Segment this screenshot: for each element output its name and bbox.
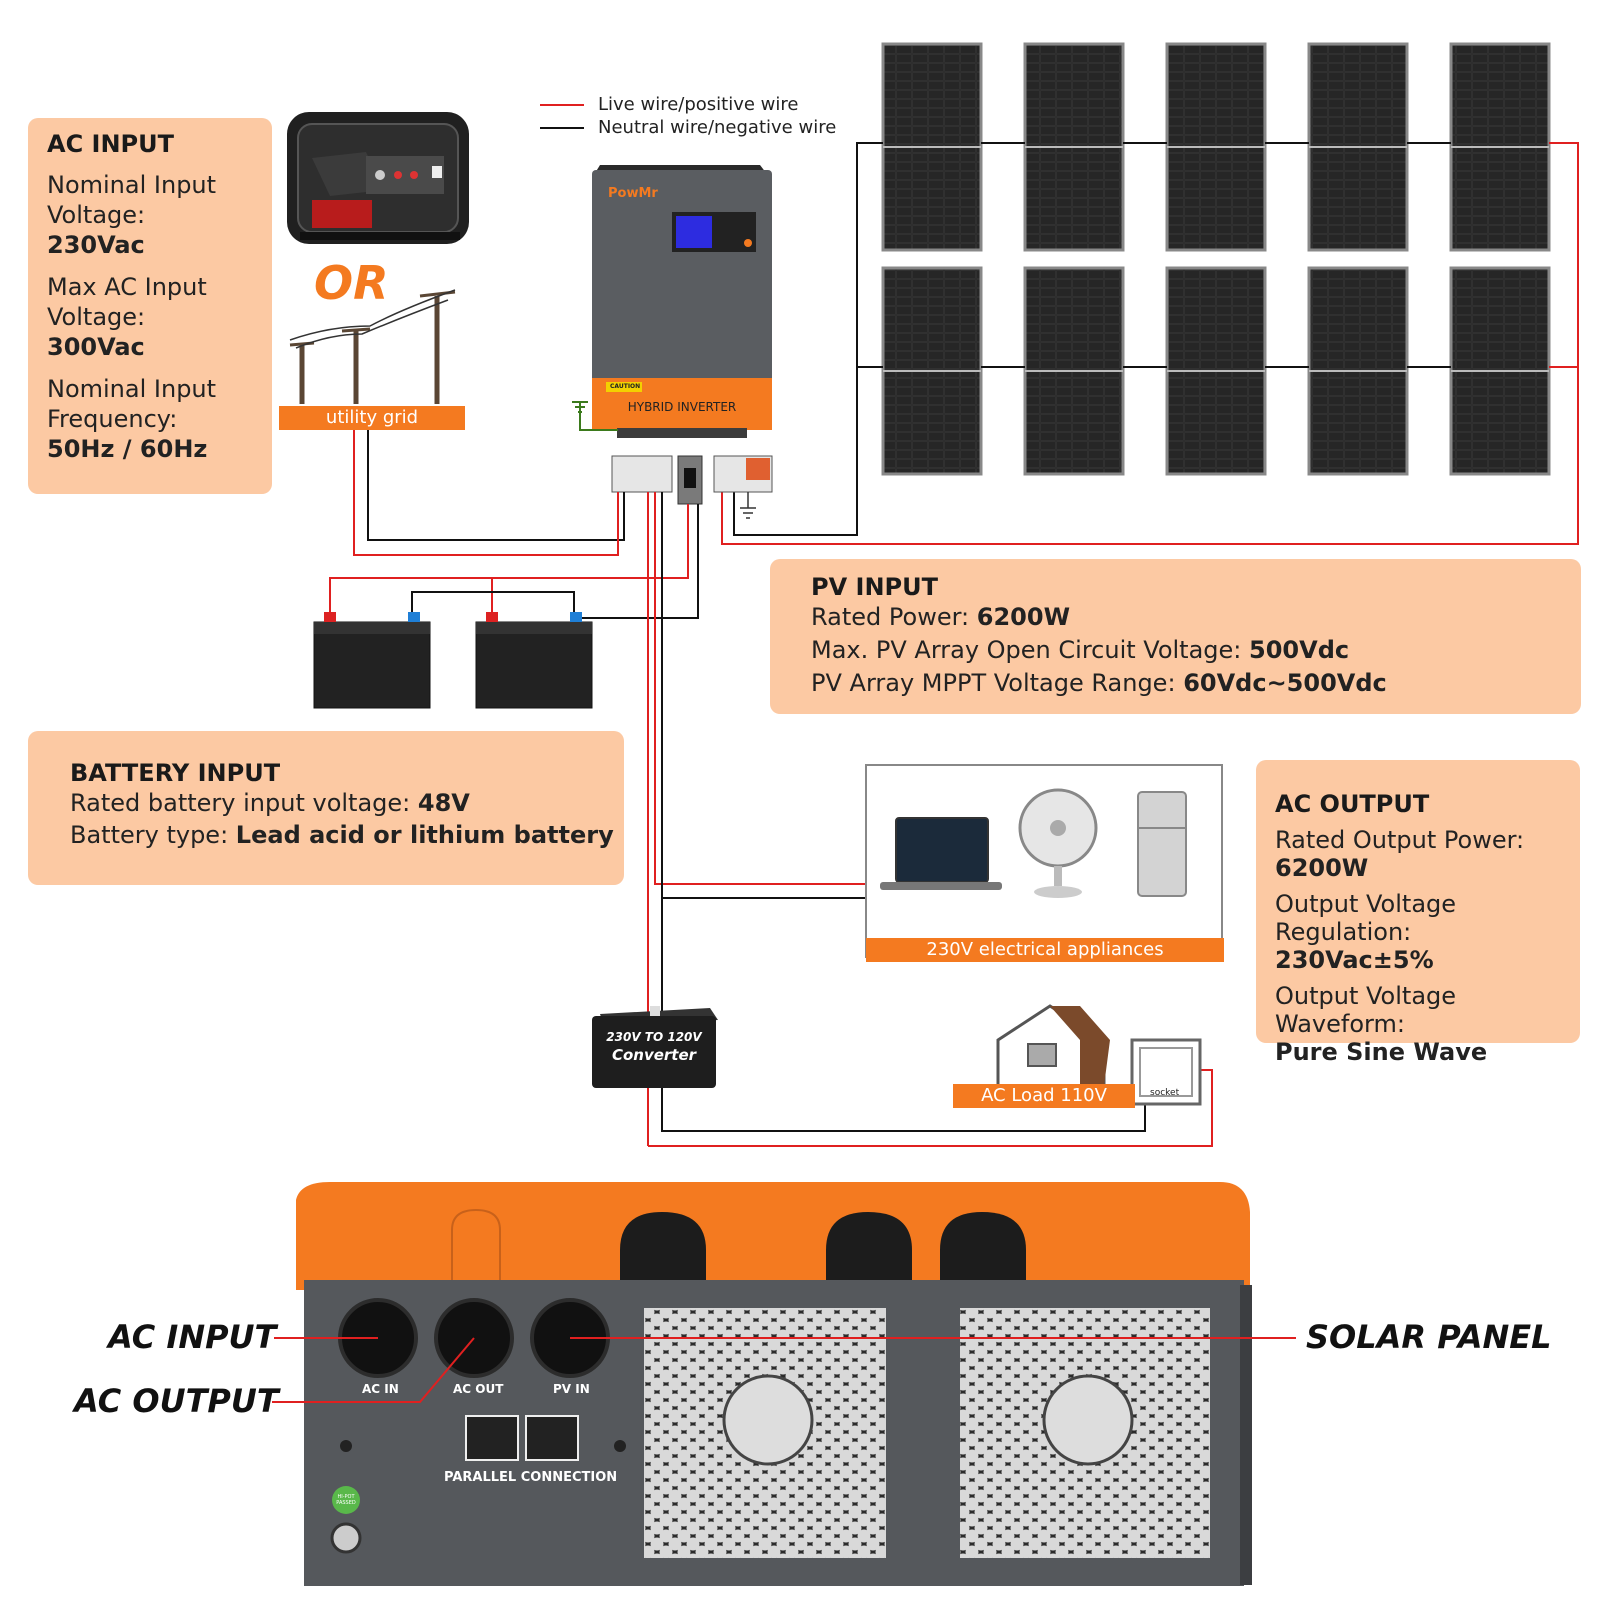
solar-panel <box>1449 42 1551 252</box>
house-icon <box>996 1004 1110 1088</box>
panel-wires-neutral <box>733 142 1451 536</box>
ac-in-live-wire <box>353 418 619 556</box>
breaker-group <box>611 455 773 505</box>
row-value: Pure Sine Wave <box>1275 1038 1488 1066</box>
row-value: 500Vdc <box>1249 636 1350 664</box>
refrigerator-icon <box>1137 791 1187 897</box>
ac-input-row: Max AC Input Voltage: 300Vac <box>47 272 267 362</box>
ac-input-card: AC INPUT Nominal Input Voltage: 230Vac M… <box>28 118 272 494</box>
battery-neutral-wire <box>576 504 699 619</box>
row-label: Nominal Input Voltage: <box>47 171 217 229</box>
solar-panel <box>1307 266 1409 476</box>
or-text: OR <box>314 256 389 310</box>
ac-output-title: AC OUTPUT <box>1275 790 1430 818</box>
utility-grid-label: utility grid <box>279 406 465 430</box>
inverter-brand: PowMr <box>608 186 658 201</box>
appliances-label: 230V electrical appliances <box>866 938 1224 962</box>
row-label: Rated Power: <box>811 603 970 631</box>
battery-input-title: BATTERY INPUT <box>70 759 281 787</box>
bottom-solar-panel-label: SOLAR PANEL <box>1306 1318 1552 1356</box>
panel-wires-live <box>721 142 1579 545</box>
solar-panel-array <box>881 42 1551 476</box>
battery-input-row: Rated battery input voltage: 48V <box>70 787 614 819</box>
inverter-bottom-view <box>296 1182 1252 1586</box>
battery-live-wire <box>329 504 689 618</box>
bottom-ac-input-label: AC INPUT <box>108 1318 277 1356</box>
ac-out-live-wire <box>654 492 866 885</box>
row-value: Lead acid or lithium battery <box>235 821 614 849</box>
row-label: Max. PV Array Open Circuit Voltage: <box>811 636 1242 664</box>
ground-symbol-2 <box>740 492 756 519</box>
port-pv-in-label: PV IN <box>553 1382 590 1396</box>
battery-icon <box>313 612 431 709</box>
row-value: 230Vac±5% <box>1275 946 1434 974</box>
solar-panel <box>881 266 983 476</box>
socket-label: socket <box>1150 1088 1180 1098</box>
pv-input-card: PV INPUT Rated Power: 6200W Max. PV Arra… <box>770 559 1581 714</box>
row-label: Output Voltage Waveform: <box>1275 982 1457 1038</box>
generator-icon <box>287 112 469 244</box>
solar-panel <box>1023 42 1125 252</box>
row-value: 48V <box>417 789 470 817</box>
row-label: PV Array MPPT Voltage Range: <box>811 669 1176 697</box>
battery-icon <box>475 612 593 709</box>
port-ac-out-label: AC OUT <box>453 1382 504 1396</box>
hipot-label: HI-POT PASSED <box>336 1494 356 1506</box>
row-label: Battery type: <box>70 821 229 849</box>
battery-input-card: BATTERY INPUT Rated battery input voltag… <box>28 731 624 885</box>
ac-output-row: Output Voltage Waveform: Pure Sine Wave <box>1275 982 1585 1066</box>
battery-link-wire <box>411 591 575 618</box>
pv-input-row: PV Array MPPT Voltage Range: 60Vdc~500Vd… <box>811 667 1387 700</box>
ac-output-card: AC OUTPUT Rated Output Power: 6200W Outp… <box>1256 760 1580 1066</box>
ac-input-row: Nominal Input Frequency: 50Hz / 60Hz <box>47 374 267 464</box>
rj45-port <box>525 1415 579 1461</box>
pv-input-row: Max. PV Array Open Circuit Voltage: 500V… <box>811 634 1387 667</box>
legend-neutral-text: Neutral wire/negative wire <box>598 117 837 138</box>
row-value: 230Vac <box>47 231 145 259</box>
converter-icon <box>592 1006 718 1088</box>
pv-input-row: Rated Power: 6200W <box>811 601 1387 634</box>
parallel-connection-label: PARALLEL CONNECTION <box>444 1470 618 1485</box>
converter-line1: 230V TO 120V <box>606 1030 702 1044</box>
converter-live-wire <box>648 1069 1213 1147</box>
row-value: 300Vac <box>47 333 145 361</box>
port-ac-in-label: AC IN <box>362 1382 399 1396</box>
hybrid-inverter-icon <box>592 165 772 438</box>
row-value: 50Hz / 60Hz <box>47 435 208 463</box>
solar-panel <box>1449 266 1551 476</box>
row-value: 6200W <box>1275 854 1369 882</box>
ac-load-label: AC Load 110V <box>953 1084 1135 1108</box>
solar-panel <box>1165 266 1267 476</box>
ac-output-row: Rated Output Power: 6200W <box>1275 826 1585 882</box>
battery-input-row: Battery type: Lead acid or lithium batte… <box>70 819 614 851</box>
row-label: Nominal Input Frequency: <box>47 375 217 433</box>
callout-ac-output <box>272 1337 475 1403</box>
row-value: 6200W <box>976 603 1071 631</box>
pv-input-title: PV INPUT <box>811 573 938 601</box>
laptop-icon <box>880 817 1002 890</box>
ac-input-row: Nominal Input Voltage: 230Vac <box>47 170 267 260</box>
legend-live-text: Live wire/positive wire <box>598 94 799 115</box>
converter-line2: Converter <box>611 1046 697 1064</box>
inverter-label: HYBRID INVERTER <box>627 400 737 414</box>
row-label: Rated Output Power: <box>1275 826 1525 854</box>
utility-grid-icon <box>289 289 456 404</box>
rj45-port <box>465 1415 519 1461</box>
fan-icon <box>1018 788 1098 898</box>
ac-in-neutral-wire <box>367 418 625 541</box>
row-label: Output Voltage Regulation: <box>1275 890 1457 946</box>
solar-panel <box>1023 266 1125 476</box>
ac-output-row: Output Voltage Regulation: 230Vac±5% <box>1275 890 1585 974</box>
bottom-ac-output-label: AC OUTPUT <box>74 1382 279 1420</box>
inverter-caution: CAUTION <box>610 383 641 390</box>
solar-panel <box>881 42 983 252</box>
row-value: 60Vdc~500Vdc <box>1183 669 1387 697</box>
ac-input-title: AC INPUT <box>47 130 175 158</box>
solar-panel <box>1165 42 1267 252</box>
ground-symbol <box>572 401 618 431</box>
solar-panel <box>1307 42 1409 252</box>
row-label: Max AC Input Voltage: <box>47 273 207 331</box>
row-label: Rated battery input voltage: <box>70 789 411 817</box>
